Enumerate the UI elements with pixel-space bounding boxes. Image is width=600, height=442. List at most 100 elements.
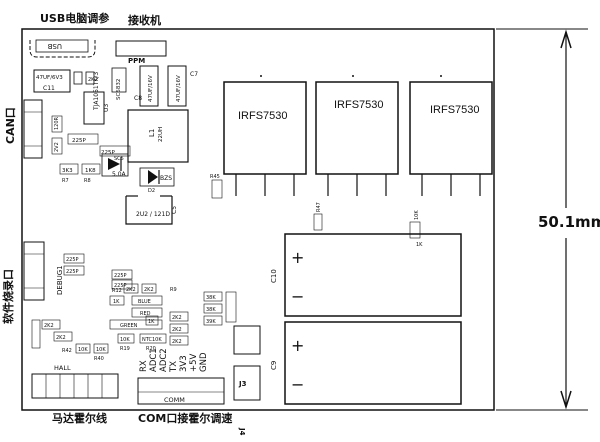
svg-text:10K: 10K xyxy=(414,210,420,220)
ntc-resistor-block: 2K2 2K2 2K2 10K NTC10K R19 R20 xyxy=(117,311,189,352)
svg-text:C9: C9 xyxy=(270,361,278,370)
svg-text:R9: R9 xyxy=(170,287,177,293)
svg-text:2V2: 2V2 xyxy=(54,142,60,152)
svg-text:2U2 / 121D: 2U2 / 121D xyxy=(136,211,170,218)
svg-text:IRFS7530: IRFS7530 xyxy=(430,104,480,116)
svg-text:BLUE: BLUE xyxy=(138,299,151,305)
comm-pin-labels: RX ADC1 ADC2 TX 3V3 +5V GND xyxy=(139,348,209,373)
can-transceiver-u3: TJA1051TK/3 U3 xyxy=(83,72,110,125)
mosfet-2: IRFS7530 xyxy=(315,75,399,196)
svg-text:SC5832: SC5832 xyxy=(116,79,122,100)
svg-text:225P: 225P xyxy=(66,257,79,263)
svg-text:39K: 39K xyxy=(206,319,216,325)
debug-connector: DEBUG1 xyxy=(23,241,64,301)
diode-d2: BZS D2 xyxy=(139,167,175,194)
diode-sc5832: SC5832 xyxy=(111,67,127,100)
svg-text:225P: 225P xyxy=(101,150,115,156)
svg-text:2K2: 2K2 xyxy=(56,335,66,341)
dimension-arrow-top xyxy=(560,29,572,49)
can-connector xyxy=(23,99,43,159)
svg-text:J3: J3 xyxy=(238,380,247,388)
svg-text:225P: 225P xyxy=(114,283,127,289)
svg-text:IRFS7530: IRFS7530 xyxy=(238,110,288,122)
svg-text:38K: 38K xyxy=(206,295,216,301)
svg-text:47UF/6V3: 47UF/6V3 xyxy=(36,75,63,81)
svg-text:5.0A: 5.0A xyxy=(112,171,127,178)
svg-text:+: + xyxy=(291,248,304,267)
svg-text:1K8: 1K8 xyxy=(85,168,96,174)
svg-text:COMM: COMM xyxy=(164,396,185,404)
comm-connector: COMM xyxy=(137,377,225,405)
svg-text:−: − xyxy=(291,375,304,394)
svg-text:R7: R7 xyxy=(62,178,69,184)
capacitor-225p: 225P 225P xyxy=(67,133,131,157)
svg-text:2K2: 2K2 xyxy=(88,77,98,83)
can-port-label: CAN口 xyxy=(4,107,17,144)
svg-text:R45: R45 xyxy=(210,174,220,180)
hall-resistor-block: 2K2 R42 2K2 10K 10K R40 xyxy=(31,319,109,362)
svg-text:1K: 1K xyxy=(416,242,423,248)
capacitor-c9: + − C9 xyxy=(270,321,462,405)
svg-text:10K: 10K xyxy=(96,347,106,353)
svg-text:+: + xyxy=(291,336,304,355)
svg-text:PPM: PPM xyxy=(128,57,145,65)
svg-text:C10: C10 xyxy=(270,269,278,283)
led-resistor-block: R12 2K2 2K2 R9 1K BLUE RED GREEN 1K xyxy=(109,283,177,330)
svg-text:1K: 1K xyxy=(148,319,155,325)
svg-text:DEBUG1: DEBUG1 xyxy=(56,265,64,295)
svg-text:C11: C11 xyxy=(43,85,55,92)
svg-text:GND: GND xyxy=(199,352,209,372)
resistor-r47: R47 10K 1K xyxy=(313,202,423,248)
svg-text:1K: 1K xyxy=(113,299,120,305)
svg-text:TJA1051TK/3: TJA1051TK/3 xyxy=(93,72,100,111)
svg-text:47UF/16V: 47UF/16V xyxy=(148,75,154,102)
svg-text:USB: USB xyxy=(47,42,62,50)
comm-hall-speed-label: COM口接霍尔调速 xyxy=(138,411,232,425)
svg-text:+5V: +5V xyxy=(189,353,199,372)
usb-tuning-label: USB电脑调参 xyxy=(40,11,110,25)
svg-text:IRFS7530: IRFS7530 xyxy=(334,99,384,111)
resistor-38k-block: 38K 38K 39K xyxy=(203,291,237,326)
usb-connector: USB xyxy=(29,39,96,58)
resistor-2k2-top: 2K2 xyxy=(73,71,98,85)
svg-text:10K: 10K xyxy=(120,337,130,343)
resistor-3k3-1k8: 3K3 1K8 R7 R8 xyxy=(59,163,101,184)
svg-text:C5: C5 xyxy=(171,206,178,214)
capacitor-c10: + − C10 xyxy=(270,233,462,317)
svg-text:10K: 10K xyxy=(78,347,88,353)
hall-connector: HALL xyxy=(31,364,119,399)
svg-text:C7: C7 xyxy=(190,71,198,78)
svg-text:R19: R19 xyxy=(120,346,130,352)
receiver-label: 接收机 xyxy=(128,13,161,27)
svg-text:SC5: SC5 xyxy=(114,156,124,162)
svg-text:RX: RX xyxy=(139,360,149,372)
connector-j3: J3 xyxy=(233,325,261,401)
can-resistors: 120R 2V2 xyxy=(51,115,63,155)
svg-text:ADC2: ADC2 xyxy=(159,348,169,372)
ppm-header: PPM xyxy=(115,40,167,65)
svg-text:D2: D2 xyxy=(148,188,155,194)
svg-text:GREEN: GREEN xyxy=(120,323,138,329)
capacitor-c11: 47UF/6V3 C11 xyxy=(33,69,71,93)
debug-capacitors: 225P 225P 225P 225P xyxy=(63,253,133,290)
mosfet-3: IRFS7530 xyxy=(409,75,493,196)
svg-text:225P: 225P xyxy=(72,138,86,144)
svg-text:2K2: 2K2 xyxy=(172,315,182,321)
resistor-r45: R45 xyxy=(210,174,223,199)
dimension-value: 50.1mm xyxy=(538,213,600,231)
svg-text:HALL: HALL xyxy=(54,364,71,372)
svg-text:NTC10K: NTC10K xyxy=(142,337,162,343)
svg-text:C8: C8 xyxy=(134,95,142,102)
svg-text:120R: 120R xyxy=(54,116,60,130)
dimension-arrow-bottom xyxy=(560,390,572,410)
motor-hall-label: 马达霍尔线 xyxy=(52,411,107,425)
svg-text:L1: L1 xyxy=(148,129,156,137)
svg-text:2K2: 2K2 xyxy=(144,287,154,293)
svg-text:2K2: 2K2 xyxy=(172,327,182,333)
capacitor-c8: 47UF/16V C8 xyxy=(134,65,159,107)
svg-text:2K2: 2K2 xyxy=(172,339,182,345)
svg-text:3K3: 3K3 xyxy=(62,168,73,174)
inductor-l1: L1 22UH xyxy=(127,109,189,163)
svg-text:R40: R40 xyxy=(94,356,104,362)
